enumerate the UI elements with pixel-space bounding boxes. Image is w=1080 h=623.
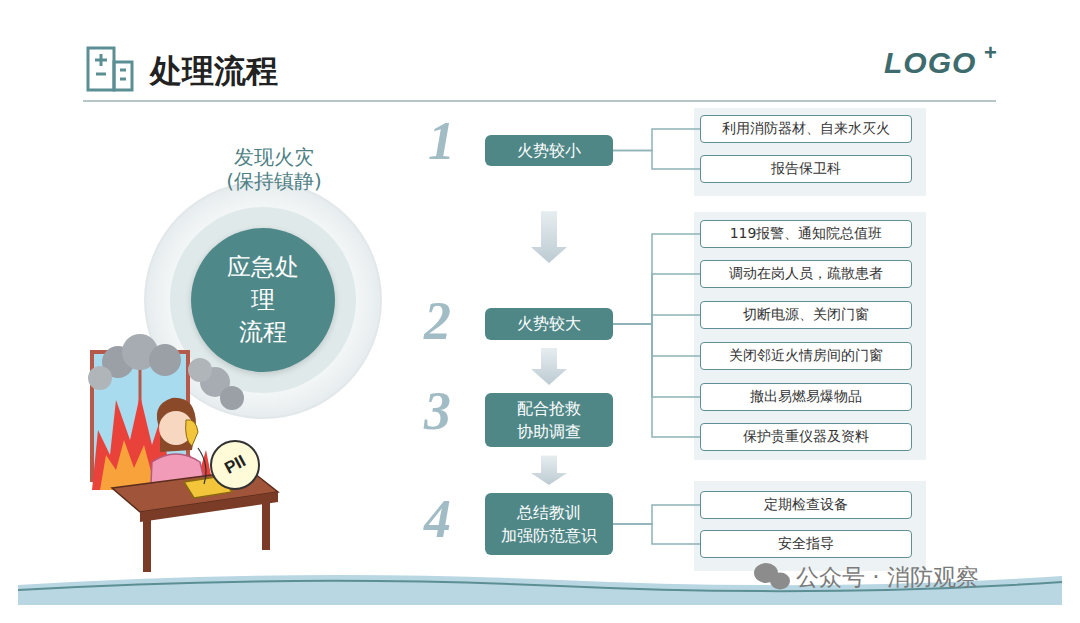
- inner-ring: [170, 207, 356, 393]
- action-box: 报告保卫科: [700, 155, 912, 183]
- step-number: 4: [424, 488, 451, 550]
- box-text: 保护贵重仪器及资料: [743, 428, 869, 446]
- flow-arrow: [531, 211, 567, 263]
- step-number: 1: [428, 110, 455, 172]
- watermark: 公众号 · 消防观察: [796, 562, 979, 593]
- note-text: 发现火灾: [234, 144, 314, 171]
- bracket-connector: [613, 315, 700, 324]
- drawing-part: [95, 59, 107, 62]
- drawing-part: [220, 386, 244, 410]
- option-panel: [694, 481, 926, 571]
- bracket-connector: [613, 324, 700, 437]
- action-box: 关闭邻近火情房间的门窗: [700, 342, 912, 370]
- step-box: 火势较大: [485, 308, 613, 340]
- flow-arrow: [531, 455, 567, 485]
- logo-plus: +: [984, 40, 997, 66]
- phone-bubble: PII: [210, 440, 260, 490]
- action-box: 安全指导: [700, 530, 912, 558]
- drawing-part: [96, 73, 106, 76]
- box-text: 应急处 理 流程: [225, 251, 301, 348]
- box-text: 切断电源、关闭门窗: [743, 306, 869, 324]
- hospital-icon: [88, 48, 132, 90]
- drawing-part: [120, 69, 126, 72]
- note-text: (保持镇静): [226, 168, 322, 195]
- box-text: 报告保卫科: [771, 160, 841, 178]
- drawing-part: [120, 78, 126, 81]
- wechat-icon: [754, 563, 790, 590]
- header-rule: [83, 100, 996, 102]
- box-text: 利用消防器材、自来水灭火: [722, 120, 890, 138]
- step-box: 火势较小: [485, 135, 613, 166]
- action-box: 切断电源、关闭门窗: [700, 301, 912, 329]
- action-box: 119报警、通知院总值班: [700, 220, 912, 248]
- drawing-part: [198, 448, 206, 484]
- bracket-connector: [613, 324, 700, 397]
- logo-text: LOGO: [884, 46, 976, 80]
- bracket-connector: [613, 274, 700, 324]
- option-panel: [694, 108, 926, 196]
- box-text: PII: [221, 451, 249, 478]
- page-title: 处理流程: [150, 50, 278, 94]
- drawing-part: [88, 366, 112, 390]
- bracket-connector: [613, 129, 700, 151]
- step-box: 配合抢救 协助调查: [485, 393, 613, 447]
- drawing-part: [140, 492, 278, 522]
- box-text: 撤出易燃易爆物品: [750, 388, 862, 406]
- drawing-part: [114, 62, 132, 90]
- action-box: 定期检查设备: [700, 491, 912, 519]
- action-box: 撤出易燃易爆物品: [700, 383, 912, 411]
- action-box: 利用消防器材、自来水灭火: [700, 115, 912, 143]
- drawing-part: [262, 500, 270, 550]
- box-text: 119报警、通知院总值班: [730, 225, 883, 243]
- box-text: 配合抢救 协助调查: [495, 397, 603, 443]
- action-box: 调动在岗人员，疏散患者: [700, 260, 912, 288]
- step-box: 总结教训 加强防范意识: [485, 493, 613, 555]
- drawing-part: [143, 520, 151, 572]
- drawing-part: [149, 344, 181, 376]
- box-text: 关闭邻近火情房间的门窗: [729, 347, 883, 365]
- action-box: 保护贵重仪器及资料: [700, 423, 912, 451]
- step-number: 3: [424, 380, 451, 442]
- box-text: 调动在岗人员，疏散患者: [729, 265, 883, 283]
- box-text: 总结教训 加强防范意识: [495, 501, 603, 547]
- bracket-connector: [613, 234, 700, 324]
- box-text: 火势较大: [517, 312, 581, 335]
- option-panel: [694, 212, 926, 460]
- drawing-part: [186, 420, 198, 446]
- flow-arrow: [531, 348, 567, 385]
- bracket-connector: [613, 324, 700, 356]
- drawing-part: [188, 358, 212, 382]
- drawing-part: [88, 48, 114, 90]
- box-text: 定期检查设备: [764, 496, 848, 514]
- box-text: 安全指导: [778, 535, 834, 553]
- bracket-connector: [613, 151, 700, 169]
- bracket-connector: [613, 505, 700, 524]
- bracket-connector: [613, 524, 700, 544]
- step-number: 2: [424, 290, 451, 352]
- box-text: 火势较小: [517, 139, 581, 162]
- drawing-part: [770, 573, 790, 590]
- center-circle: 应急处 理 流程: [191, 228, 335, 372]
